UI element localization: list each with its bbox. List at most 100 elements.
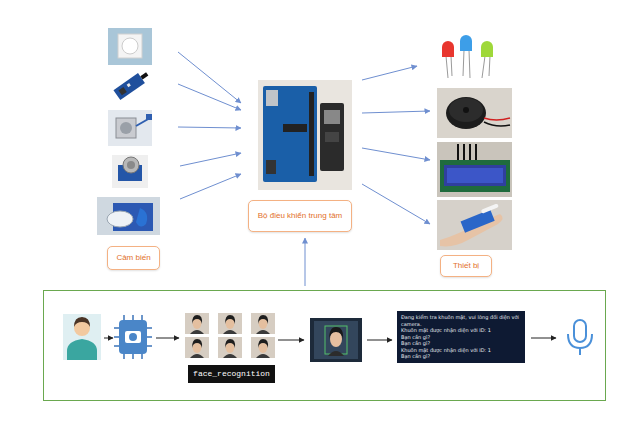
pir-sensor-photo [122,38,138,54]
led-photo [489,56,490,76]
device-arrow [362,184,430,224]
camera-chip-icon [114,315,152,359]
face-sample-photo [218,313,242,334]
terminal-line: Khuôn mặt được nhận diện với ID: 1 [401,347,521,354]
camera-chip-icon [114,315,152,359]
rfid-reader-photo [107,211,133,227]
face-sample-photo [256,354,270,358]
controller-photo [320,103,344,171]
webcam-capture-photo [325,326,347,354]
lcd-photo [444,165,506,186]
face-sample-photo [258,315,268,324]
face-sample-photo [218,313,242,334]
sensor-arrow [180,174,241,199]
lcd-photo [469,144,471,160]
microphone-icon [568,320,592,355]
camera-chip-icon [132,315,134,320]
camera-chip-icon [141,315,143,320]
face-sample-photo [190,330,204,334]
face-sample-photo [185,337,209,358]
humidity-sensor-photo [127,161,135,169]
servo-photo [461,210,495,233]
sensor-arrow [178,52,241,103]
controller-photo [324,110,340,124]
label-box: Thiết bị [440,255,492,277]
face-sample-grid [185,313,275,358]
buzzer-photo [437,88,512,138]
terminal-output: Đang kiểm tra khuôn mặt, vui lòng đối di… [397,311,525,363]
camera-chip-icon [119,320,147,354]
pir-sensor-photo [108,28,152,65]
pipeline-arrow [156,338,179,339]
label-box: Bộ điều khiển trung tâm [248,200,352,232]
microphone-icon [579,348,581,355]
controller-photo [266,160,276,174]
face-sample-photo [258,339,268,348]
buzzer-photo [449,98,483,122]
microphone-icon [568,334,592,348]
terminal-line: Đang kiểm tra khuôn mặt, vui lòng đối di… [401,314,521,327]
person-icon [63,314,101,360]
controller-photo [266,90,278,106]
camera-chip-icon [132,354,134,359]
pressure-sensor-photo [146,114,152,120]
led-photo [442,35,493,78]
led-photo [460,35,472,51]
camera-chip-icon [123,354,125,359]
face-sample-photo [190,354,204,358]
device-arrow [362,111,430,113]
terminal-line: Bạn cần gì? [401,334,521,341]
camera-chip-icon [147,327,152,329]
rfid-reader-photo [97,197,160,235]
code-label: face_recognition [188,365,275,383]
person-icon [74,317,90,327]
buzzer-photo [446,97,486,129]
face-sample-photo [251,313,275,334]
webcam-capture-photo [310,318,362,362]
face-sample-photo [225,339,235,348]
lcd-photo [447,168,503,183]
buzzer-photo [463,107,469,113]
flame-sensor-photo [108,69,152,102]
face-sample-photo [185,313,209,334]
camera-chip-icon [114,327,119,329]
rfid-reader-photo [97,197,160,235]
humidity-sensor-photo [112,155,148,188]
controller-photo [258,80,352,190]
humidity-sensor-photo [112,155,148,188]
face-sample-photo [251,337,275,358]
led-photo [469,50,470,78]
sensor-arrow [178,52,241,199]
webcam-capture-photo [310,318,362,362]
webcam-capture-photo [328,351,344,356]
pressure-sensor-photo [108,110,152,146]
led-photo [481,41,493,57]
device-arrow [362,66,430,224]
flame-sensor-photo [113,69,150,100]
label-text: face_recognition [193,369,270,379]
pir-sensor-photo [118,34,142,58]
person-icon [67,339,97,360]
lcd-photo [457,144,459,160]
servo-photo [437,200,512,250]
camera-chip-icon [129,333,137,341]
camera-chip-icon [114,345,119,347]
humidity-sensor-photo [123,157,139,173]
servo-photo [459,203,503,232]
lcd-photo [440,160,510,192]
led-photo [442,41,454,57]
led-photo [482,56,485,78]
servo-photo [437,200,512,250]
lcd-photo [437,142,512,197]
pressure-sensor-photo [108,110,152,146]
camera-chip-icon [114,336,119,338]
buzzer-photo [484,118,510,120]
face-sample-photo [185,337,209,358]
flame-sensor-photo [140,72,148,79]
led-photo [451,56,452,76]
webcam-capture-photo [329,327,343,340]
face-sample-photo [218,337,242,358]
webcam-capture-photo [314,321,358,359]
input-arrow [305,238,306,286]
label-text: Cảm biến [116,253,150,263]
